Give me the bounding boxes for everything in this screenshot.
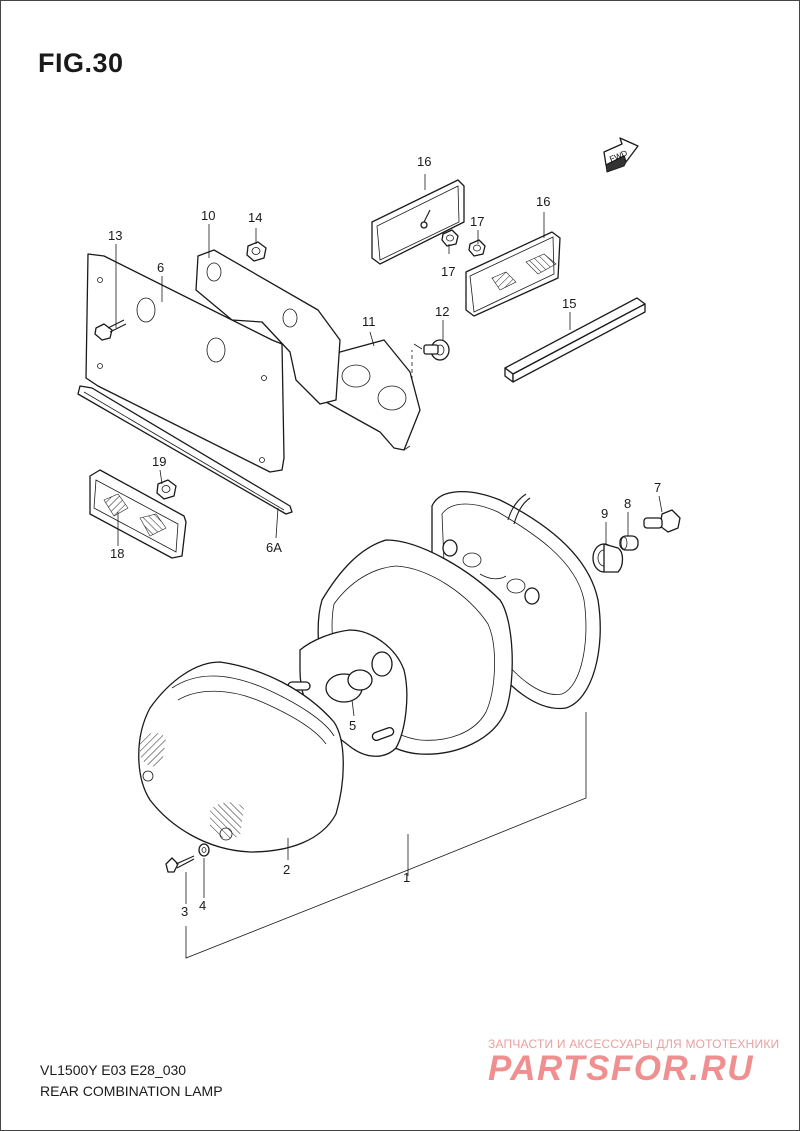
reflector-upper xyxy=(371,179,465,265)
nut-17b xyxy=(468,239,486,257)
callout-12: 12 xyxy=(435,304,449,319)
reflector-side xyxy=(465,231,561,317)
callout-15: 15 xyxy=(562,296,576,311)
callout-14: 14 xyxy=(248,210,262,225)
callout-4: 4 xyxy=(199,898,206,913)
callout-5: 5 xyxy=(349,718,356,733)
rubber-strip-6a xyxy=(77,385,293,515)
collar-8 xyxy=(619,535,639,551)
callout-8: 8 xyxy=(624,496,631,511)
callout-17-right: 17 xyxy=(470,214,484,229)
callout-7: 7 xyxy=(654,480,661,495)
callout-10: 10 xyxy=(201,208,215,223)
callout-16-upper: 16 xyxy=(417,154,431,169)
callout-13: 13 xyxy=(108,228,122,243)
figure-name: REAR COMBINATION LAMP xyxy=(40,1083,223,1099)
watermark-caption: ЗАПЧАСТИ И АКСЕССУАРЫ ДЛЯ МОТОТЕХНИКИ xyxy=(488,1037,780,1051)
fwd-arrow-icon: FWD xyxy=(603,137,639,173)
reflector-18 xyxy=(89,469,187,559)
callout-3: 3 xyxy=(181,904,188,919)
callout-2: 2 xyxy=(283,862,290,877)
watermark-logo: PARTSFOR.RU xyxy=(488,1049,755,1088)
license-plate-bracket-6 xyxy=(85,253,285,473)
bolt-12 xyxy=(411,339,450,380)
callout-18: 18 xyxy=(110,546,124,561)
grommet-9 xyxy=(592,543,624,573)
callout-11: 11 xyxy=(362,314,376,329)
nut-14 xyxy=(246,241,267,262)
nut-19 xyxy=(156,479,177,500)
figure-title: FIG.30 xyxy=(38,48,124,78)
screw-3 xyxy=(165,855,195,873)
washer-4 xyxy=(198,843,210,857)
lamp-lens xyxy=(138,661,344,853)
callout-19: 19 xyxy=(152,454,166,469)
bolt-7 xyxy=(643,509,681,533)
callout-6: 6 xyxy=(157,260,164,275)
leader-lines xyxy=(115,174,663,959)
callout-17-left: 17 xyxy=(441,264,455,279)
callout-1: 1 xyxy=(403,870,410,885)
nut-17a xyxy=(441,229,459,247)
callout-9: 9 xyxy=(601,506,608,521)
model-code: VL1500Y E03 E28_030 xyxy=(40,1062,187,1078)
callout-16-side: 16 xyxy=(536,194,550,209)
callout-6a: 6A xyxy=(266,540,282,555)
tape-strip xyxy=(504,297,646,383)
